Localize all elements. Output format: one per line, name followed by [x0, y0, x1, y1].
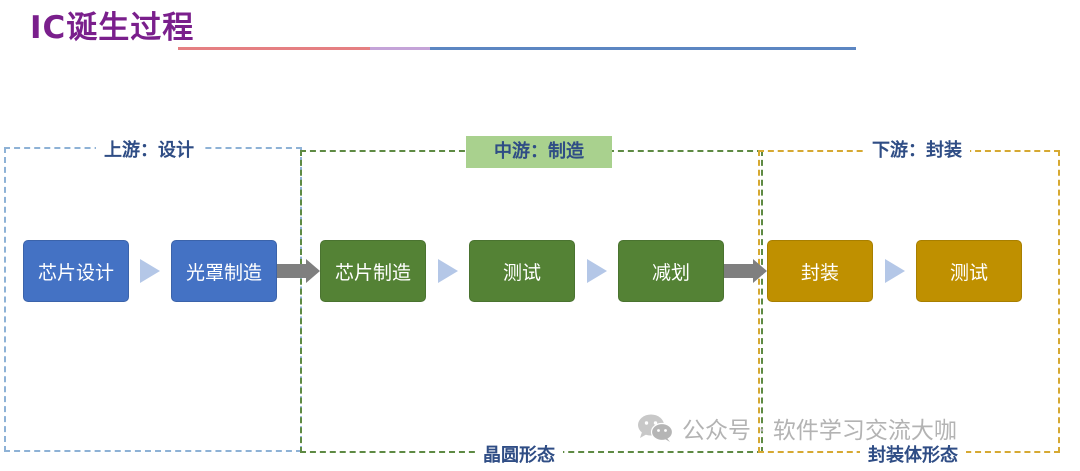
wechat-icon: [638, 414, 674, 442]
watermark: 公众号 · 软件学习交流大咖: [636, 411, 957, 445]
stage-arrow-icon: [724, 259, 767, 283]
downstream-label: 下游：封装: [864, 139, 970, 163]
flow-arrow-icon: [438, 259, 458, 283]
step-packaging: 封装: [767, 240, 873, 302]
upstream-label: 上游：设计: [96, 139, 202, 163]
step-wafer-test: 测试: [469, 240, 575, 302]
midstream-label: 中游：制造: [466, 136, 612, 168]
step-photomask-manufacturing: 光罩制造: [171, 240, 277, 302]
step-final-test: 测试: [916, 240, 1022, 302]
wafer-form-label: 晶圆形态: [475, 444, 563, 468]
step-dicing: 减划: [618, 240, 724, 302]
title-underline-purple: [370, 47, 430, 50]
watermark-text: 公众号 · 软件学习交流大咖: [682, 418, 957, 444]
stage-arrow-icon: [277, 259, 320, 283]
package-form-label: 封装体形态: [860, 444, 966, 468]
flow-arrow-icon: [140, 259, 160, 283]
title-underline-blue: [430, 47, 856, 50]
step-chip-design: 芯片设计: [23, 240, 129, 302]
flow-arrow-icon: [587, 259, 607, 283]
title-underline-red: [178, 47, 370, 50]
step-chip-manufacturing: 芯片制造: [320, 240, 426, 302]
flow-arrow-icon: [885, 259, 905, 283]
page-title: IC诞生过程: [30, 10, 195, 46]
